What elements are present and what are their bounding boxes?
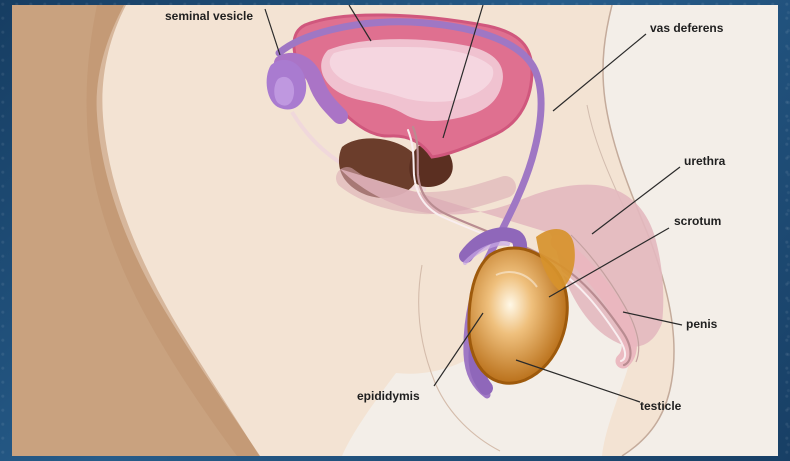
testicle-label: testicle xyxy=(640,399,682,413)
urethra-label: urethra xyxy=(684,154,726,168)
epididymis-label: epididymis xyxy=(357,389,420,403)
penis-label: penis xyxy=(686,317,718,331)
seminal-vesicle-highlight xyxy=(274,77,294,106)
seminal-vesicle-label: seminal vesicle xyxy=(165,9,253,23)
anatomy-panel: seminal vesicle vas deferens urethra scr… xyxy=(12,5,778,456)
male-reproductive-diagram: seminal vesicle vas deferens urethra scr… xyxy=(12,5,778,456)
scrotum-label: scrotum xyxy=(674,214,721,228)
vas-deferens-label: vas deferens xyxy=(650,21,724,35)
